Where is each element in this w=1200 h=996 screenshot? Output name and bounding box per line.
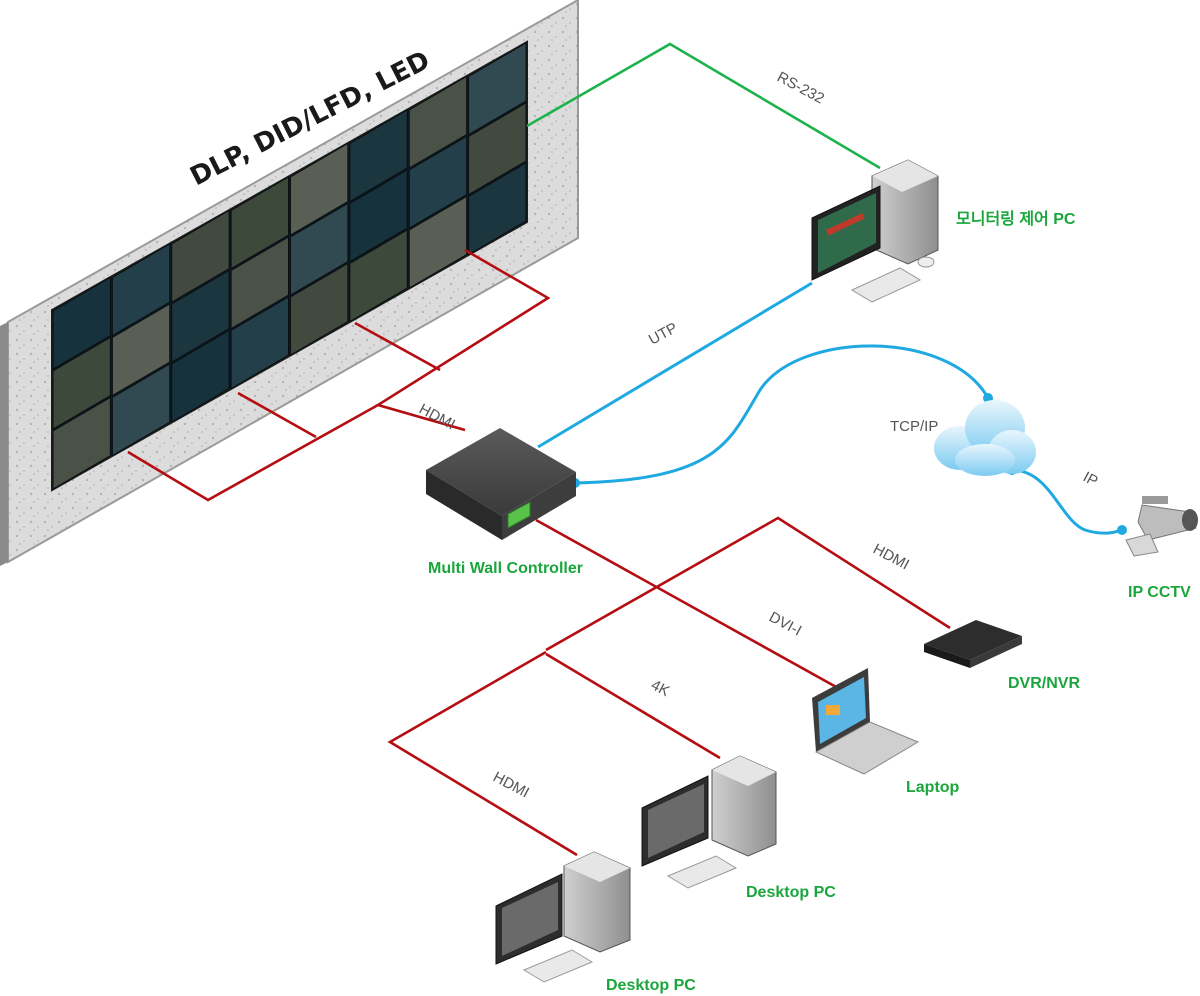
video-wall-tile bbox=[349, 229, 408, 323]
4k-label: 4K bbox=[648, 677, 672, 701]
monitoring-pc-label: 모니터링 제어 PC bbox=[956, 209, 1076, 228]
cloud-icon bbox=[934, 400, 1036, 476]
video-wall-tile bbox=[408, 75, 468, 169]
video-wall-tile bbox=[468, 42, 527, 136]
video-wall-tile bbox=[290, 202, 349, 296]
video-wall-tile bbox=[52, 336, 111, 430]
ip-cctv-camera bbox=[1125, 496, 1198, 557]
desktop-pc-label-lower: Desktop PC bbox=[606, 977, 696, 994]
ip-cable bbox=[1011, 468, 1123, 535]
utp-cable bbox=[537, 281, 813, 449]
video-wall-tile bbox=[52, 276, 111, 370]
video-wall-tile bbox=[230, 236, 289, 330]
video-wall-tile bbox=[408, 195, 468, 289]
ip-label: IP bbox=[1080, 469, 1101, 491]
hdmi-wall-label: HDMI bbox=[416, 401, 458, 434]
desktop-pc-upper bbox=[641, 755, 777, 889]
video-wall-tile bbox=[111, 363, 171, 457]
rs232-label: RS-232 bbox=[774, 69, 827, 108]
video-wall-tile bbox=[468, 162, 527, 256]
video-wall-tile bbox=[171, 329, 230, 423]
video-wall-tile bbox=[171, 209, 230, 303]
video-wall-tile bbox=[111, 243, 171, 337]
tcpip-label: TCP/IP bbox=[890, 418, 938, 435]
dvr-label: DVR/NVR bbox=[1008, 675, 1080, 692]
video-wall-tile bbox=[290, 262, 349, 356]
video-wall-tile bbox=[468, 102, 527, 196]
desktop-pc-lower bbox=[495, 851, 631, 983]
laptop-label: Laptop bbox=[906, 779, 960, 796]
tcpip-cable bbox=[574, 344, 990, 485]
dvr-nvr bbox=[924, 620, 1022, 668]
video-wall-tile bbox=[171, 269, 230, 363]
video-wall-tile bbox=[408, 135, 468, 229]
video-wall-tile bbox=[230, 176, 289, 270]
video-wall-tile bbox=[349, 109, 408, 203]
video-wall-tile bbox=[290, 142, 349, 236]
utp-label: UTP bbox=[646, 319, 680, 348]
hdmi-wall-cables bbox=[127, 248, 551, 502]
hdmi-dvr-label: HDMI bbox=[870, 541, 912, 574]
video-wall-tile bbox=[111, 303, 171, 397]
rs232-cable bbox=[526, 42, 881, 170]
video-wall-screen bbox=[51, 40, 528, 492]
multi-wall-controller bbox=[426, 428, 576, 540]
video-wall-tile bbox=[52, 396, 111, 490]
controller-label: Multi Wall Controller bbox=[428, 560, 583, 577]
video-wall-tile bbox=[230, 296, 289, 390]
dvi-label: DVI-I bbox=[766, 609, 804, 640]
cctv-port-dot bbox=[1117, 525, 1127, 535]
laptop bbox=[812, 668, 920, 775]
desktop-pc-label-upper: Desktop PC bbox=[746, 884, 836, 901]
hdmi-desktop-label: HDMI bbox=[490, 769, 532, 802]
monitoring-pc bbox=[811, 159, 939, 303]
ip-cctv-label: IP CCTV bbox=[1128, 584, 1191, 601]
output-cables bbox=[387, 516, 951, 857]
video-wall-tile bbox=[349, 169, 408, 263]
